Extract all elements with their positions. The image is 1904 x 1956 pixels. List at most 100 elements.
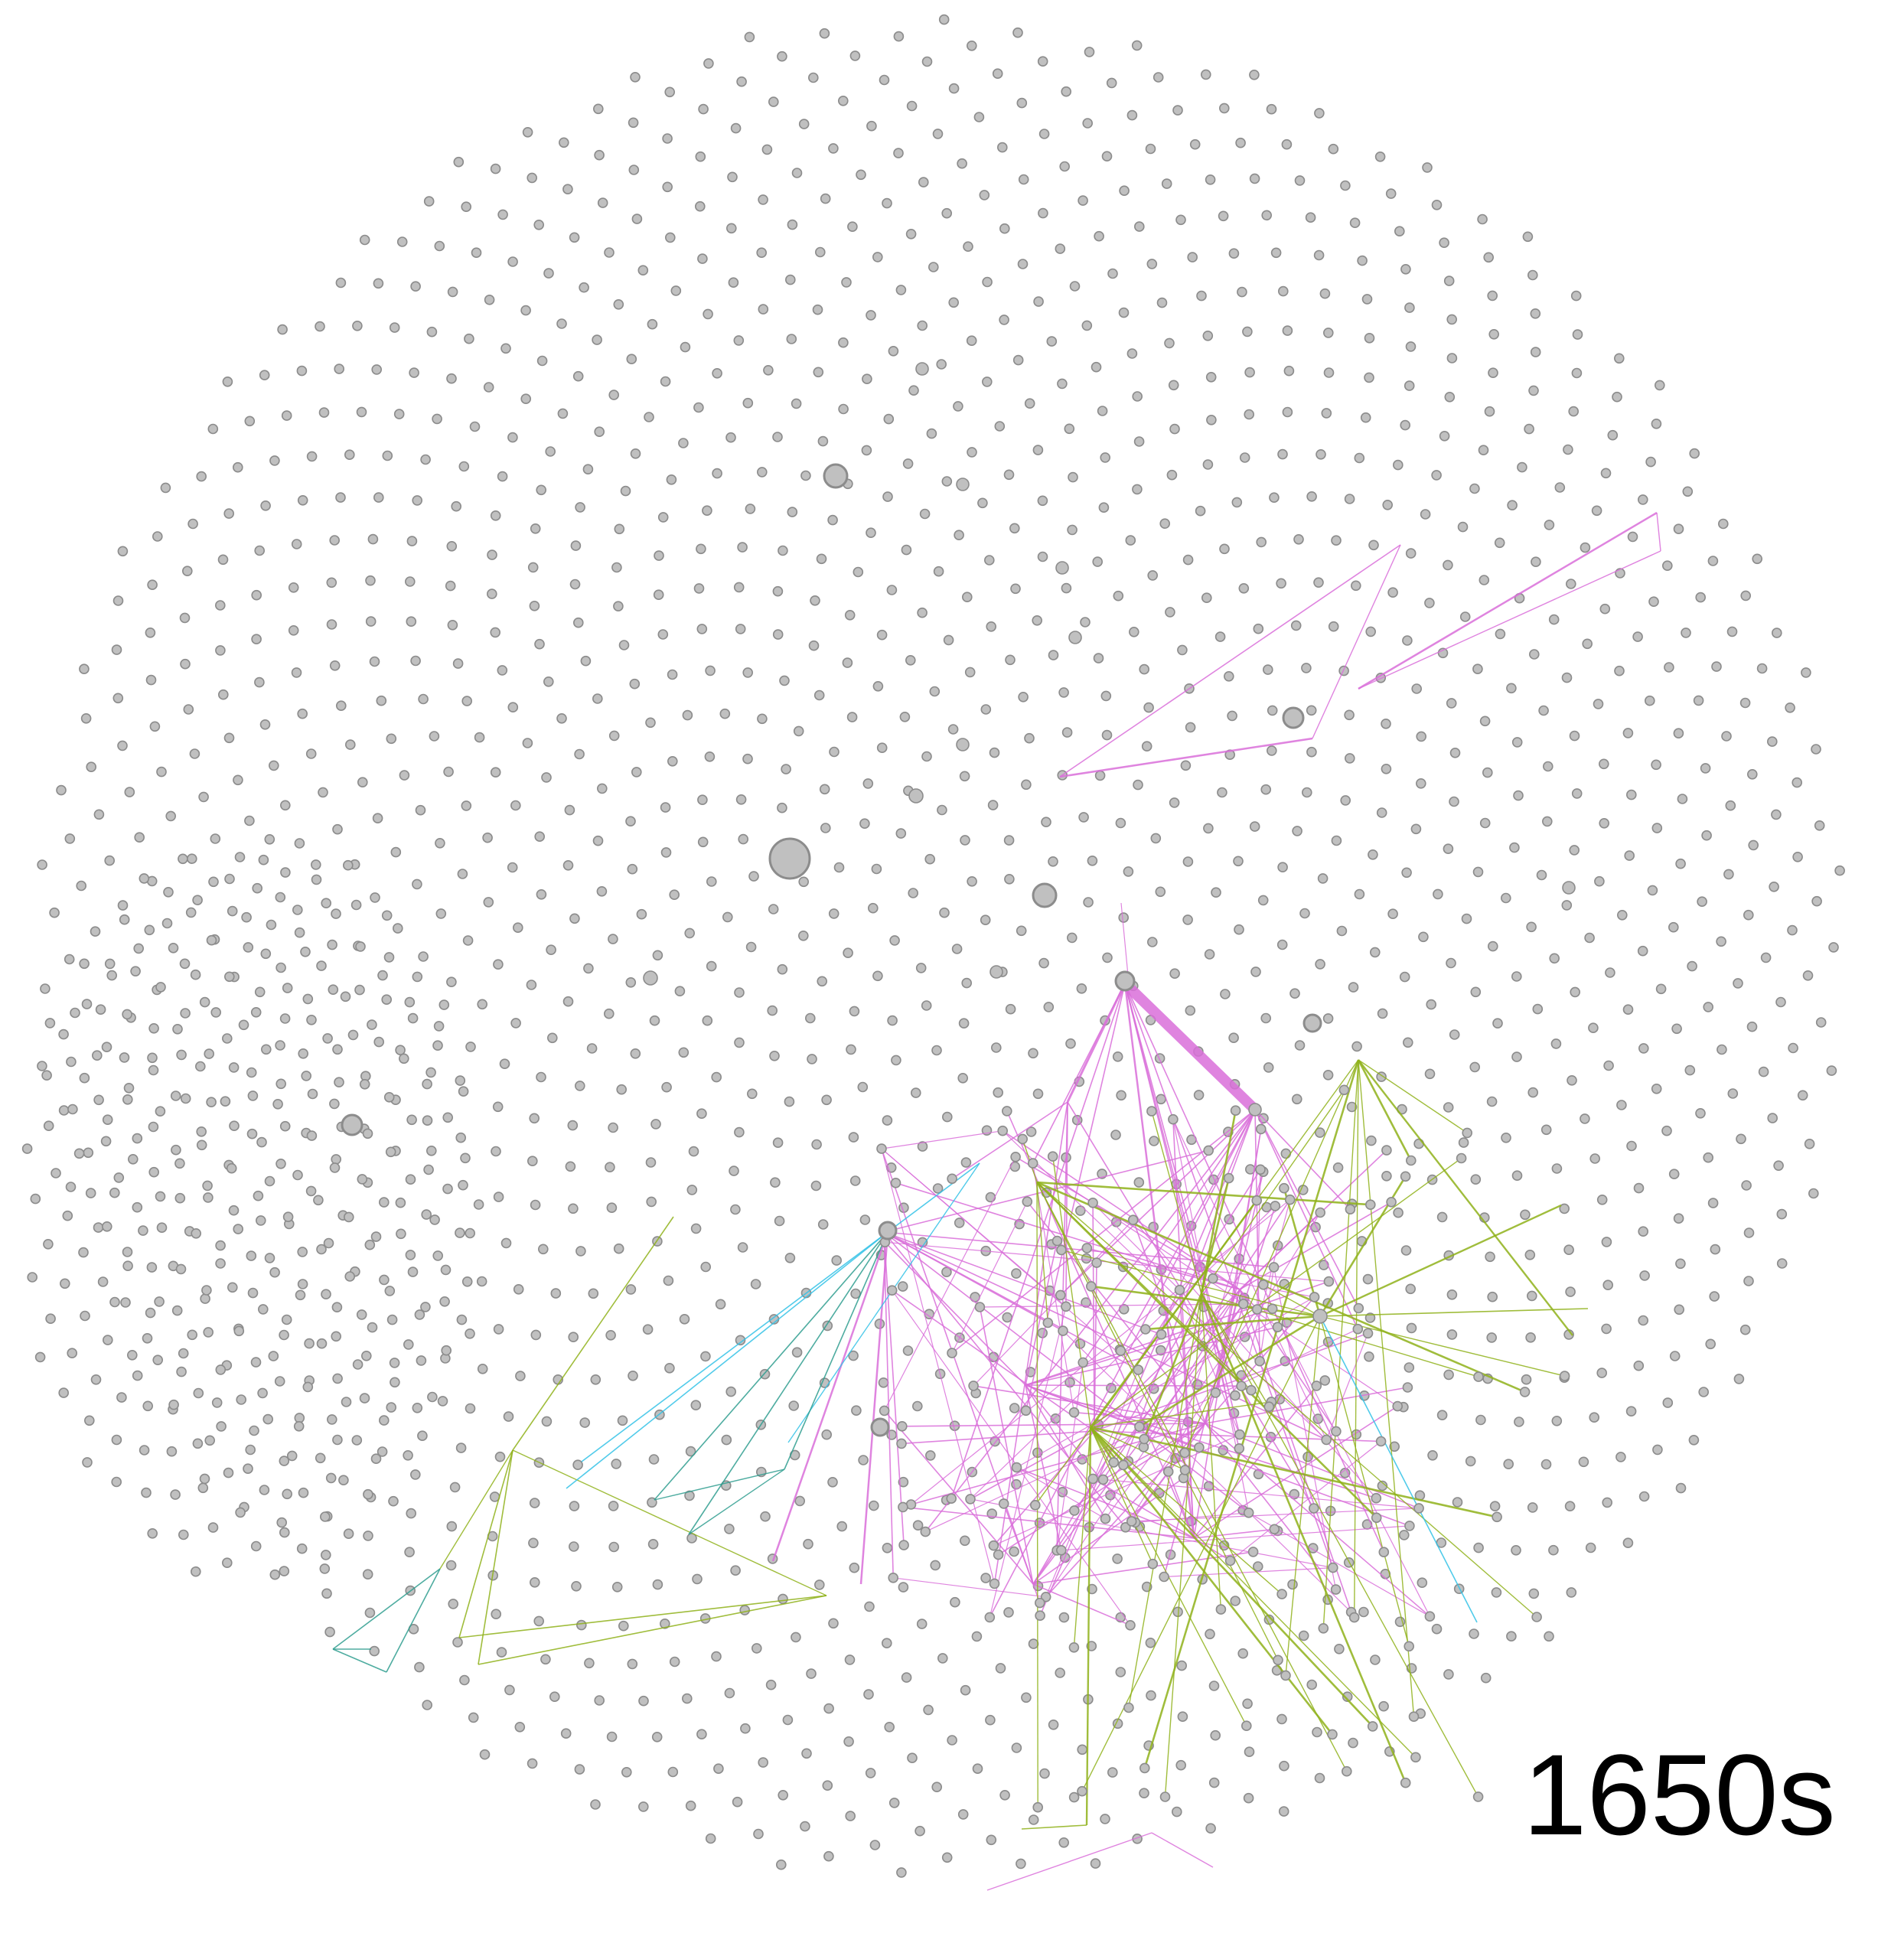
node (583, 963, 594, 974)
node (410, 655, 421, 667)
node (1594, 875, 1605, 887)
node (575, 1619, 587, 1631)
node (667, 669, 678, 680)
node (1323, 367, 1335, 378)
node (947, 724, 959, 735)
node (888, 1573, 898, 1583)
node (251, 589, 262, 601)
node (1182, 914, 1193, 925)
node (1364, 372, 1374, 383)
node (1277, 862, 1288, 872)
node (805, 1012, 816, 1024)
node (340, 991, 351, 1002)
node (367, 1019, 377, 1030)
node (1446, 1329, 1458, 1340)
node (1055, 1667, 1065, 1678)
node (594, 426, 605, 438)
node (362, 1128, 373, 1139)
node (696, 624, 708, 634)
node (736, 76, 747, 87)
node (649, 1015, 660, 1026)
node (1668, 921, 1679, 933)
node (866, 120, 877, 132)
node (152, 531, 163, 542)
node (1153, 72, 1164, 83)
node (1727, 1088, 1739, 1099)
node (1276, 939, 1288, 950)
node (1298, 1630, 1309, 1641)
network-edge (1239, 1149, 1387, 1290)
node (703, 58, 714, 69)
node (1322, 1070, 1334, 1081)
node (1003, 835, 1015, 846)
node (625, 816, 636, 826)
node (329, 1162, 341, 1173)
node (1287, 1579, 1298, 1590)
node (291, 667, 302, 678)
node (748, 871, 759, 882)
node (373, 492, 384, 503)
node (103, 1335, 113, 1345)
node (1567, 1075, 1577, 1086)
hub-node (1248, 1103, 1262, 1117)
node (369, 1645, 380, 1657)
node (1146, 259, 1158, 269)
node (274, 1376, 285, 1387)
node (373, 1036, 385, 1048)
node (1457, 521, 1469, 533)
node (1771, 809, 1782, 820)
node (1400, 1777, 1411, 1788)
network-edge (881, 1148, 1034, 1585)
node (765, 1679, 777, 1690)
node (82, 1457, 93, 1468)
node (1615, 1452, 1626, 1462)
connected-nodes (341, 362, 1576, 1813)
node (605, 1162, 615, 1172)
node (652, 950, 663, 961)
node (908, 385, 919, 396)
node (116, 1392, 127, 1403)
node (1310, 1221, 1321, 1233)
node (1354, 888, 1365, 900)
network-edge (654, 1231, 888, 1501)
node (138, 1225, 148, 1236)
node (292, 1169, 303, 1181)
network-edge (1124, 983, 1385, 1553)
node (1328, 621, 1339, 632)
node (1108, 1457, 1120, 1468)
node (1405, 548, 1417, 559)
node (321, 1289, 331, 1299)
node (360, 1351, 372, 1361)
node (1638, 1226, 1648, 1237)
node (1446, 698, 1457, 709)
node (1571, 788, 1583, 799)
node (896, 1867, 907, 1878)
node (1244, 367, 1255, 378)
hub-node (956, 738, 970, 751)
node (817, 435, 829, 447)
node (264, 1175, 275, 1187)
node (721, 1434, 732, 1446)
node (848, 1350, 859, 1361)
node (1205, 1823, 1216, 1834)
node (363, 1531, 373, 1541)
node (1472, 663, 1483, 675)
node (1123, 1702, 1134, 1713)
node (404, 1547, 415, 1557)
network-edge (893, 1577, 1046, 1598)
node (543, 676, 554, 687)
node (1707, 556, 1719, 566)
node (214, 600, 226, 611)
node (1281, 139, 1293, 150)
node (247, 1287, 259, 1299)
node (1559, 1371, 1570, 1381)
node (30, 1193, 41, 1205)
node (1511, 1051, 1522, 1062)
node (565, 1161, 576, 1172)
node (1767, 1113, 1778, 1123)
hub-node (643, 970, 658, 986)
network-edge (1067, 1101, 1315, 1509)
node (697, 836, 709, 848)
node (1527, 1290, 1537, 1302)
node (1527, 269, 1538, 281)
